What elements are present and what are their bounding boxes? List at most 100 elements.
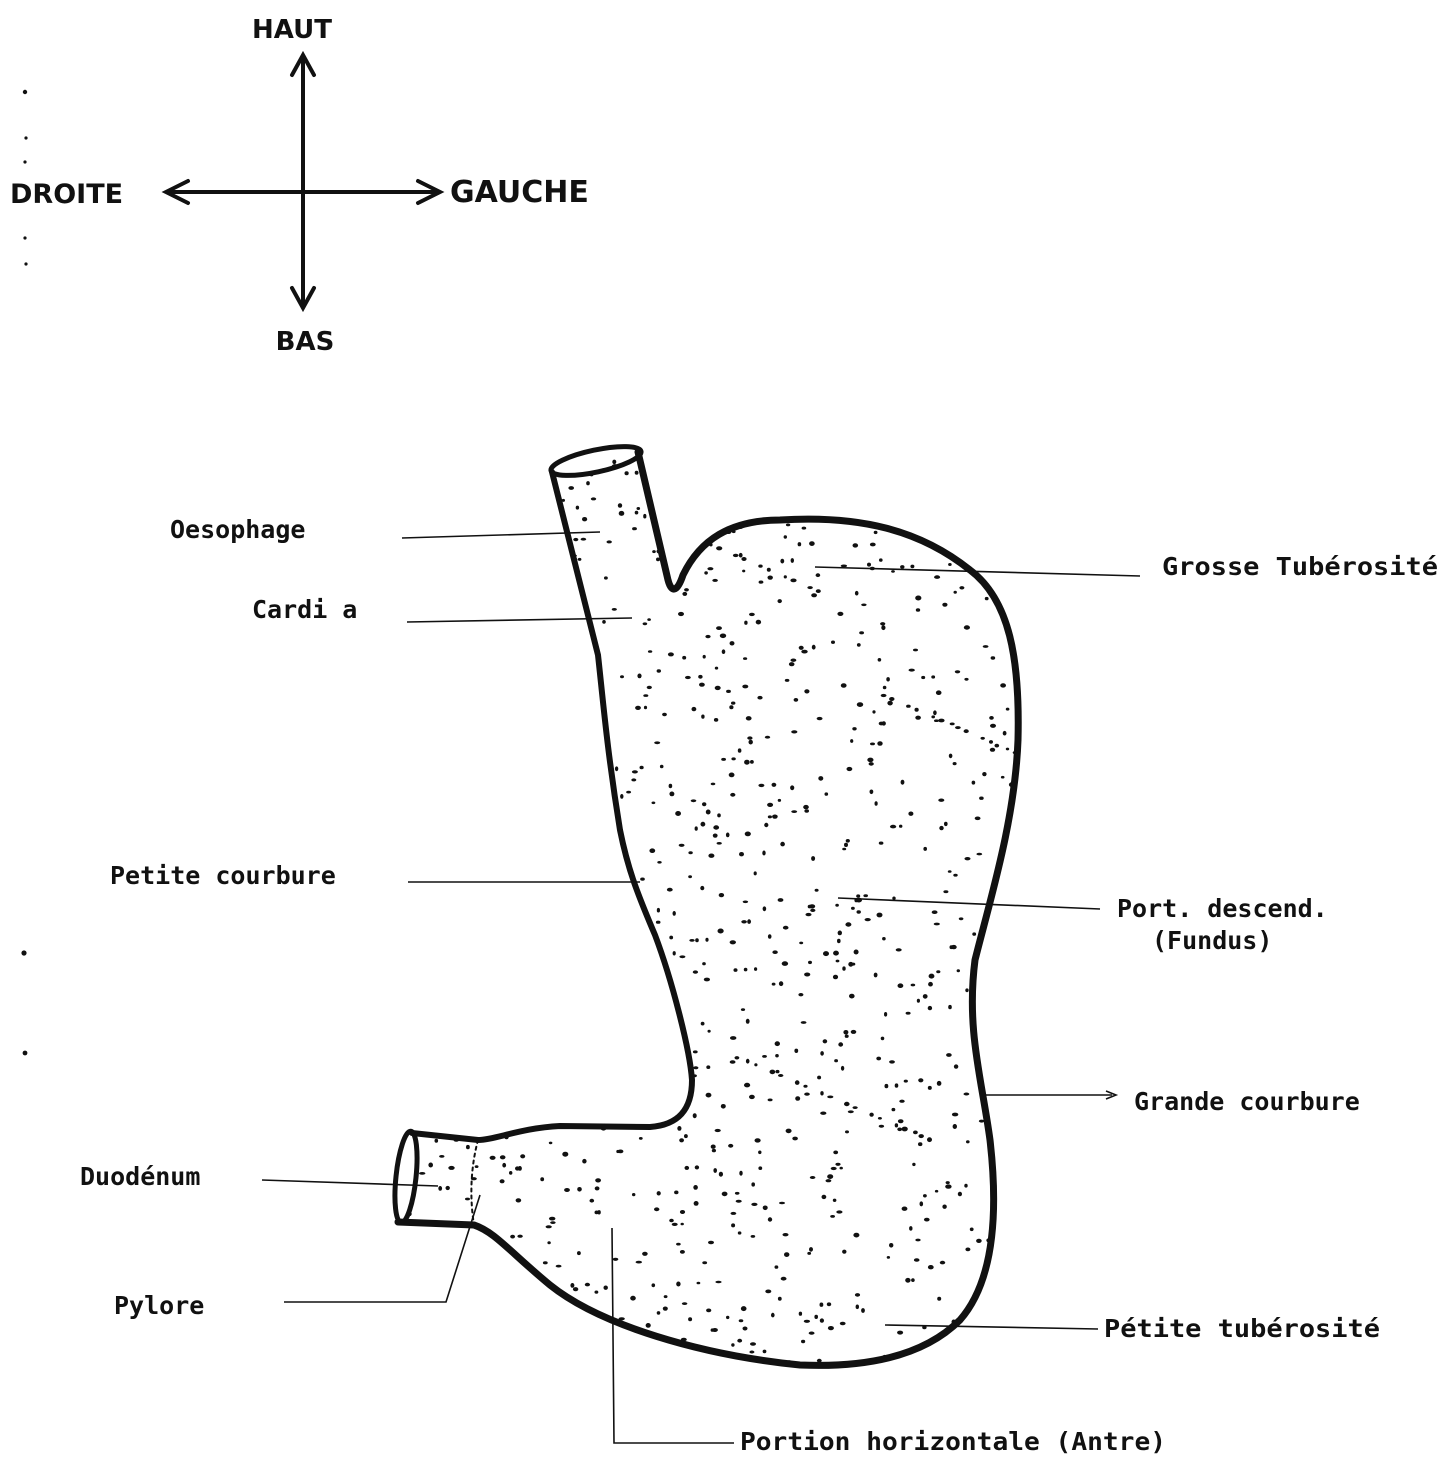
- stipple-dot: [818, 776, 823, 781]
- stipple-dot: [768, 1217, 772, 1221]
- stipple-dot: [409, 889, 415, 892]
- stipple-dot: [964, 1184, 967, 1188]
- stipple-dot: [545, 1320, 549, 1324]
- stipple-dot: [516, 1198, 522, 1202]
- stipple-dot: [852, 727, 856, 730]
- stipple-dot: [934, 923, 940, 926]
- stipple-dot: [519, 932, 523, 935]
- stipple-dot: [765, 736, 770, 739]
- stipple-dot: [688, 875, 692, 878]
- stipple-dot: [445, 1277, 450, 1282]
- stipple-dot: [1013, 934, 1018, 939]
- stipple-dot: [781, 1277, 787, 1281]
- stipple-dot: [544, 863, 547, 866]
- stipple-dot: [548, 830, 552, 834]
- stipple-dot: [559, 1101, 562, 1104]
- stipple-dot: [396, 862, 401, 866]
- stipple-dot: [579, 1367, 582, 1370]
- stipple-dot: [472, 1118, 478, 1121]
- stipple-dot: [702, 1261, 707, 1264]
- stipple-dot: [706, 528, 710, 531]
- stipple-dot: [438, 987, 443, 990]
- stipple-dot: [511, 1047, 515, 1051]
- stipple-dot: [849, 994, 855, 999]
- stipple-dot: [733, 554, 739, 557]
- stipple-dot: [559, 662, 565, 665]
- stipple-dot: [937, 1081, 942, 1086]
- stipple-dot: [531, 891, 537, 894]
- stipple-dot: [595, 1291, 599, 1294]
- stipple-dot: [481, 594, 485, 598]
- stipple-dot: [786, 524, 790, 527]
- stipple-dot: [656, 453, 661, 458]
- stipple-dot: [845, 1130, 849, 1133]
- stipple-dot: [547, 827, 552, 830]
- stipple-dot: [877, 741, 882, 746]
- stipple-dot: [419, 1347, 425, 1351]
- stipple-dot: [989, 740, 993, 744]
- stipple-dot: [908, 812, 913, 816]
- stipple-dot: [509, 1051, 513, 1055]
- stipple-dot: [592, 856, 598, 860]
- stipple-dot: [891, 466, 896, 469]
- stipple-dot: [713, 825, 719, 829]
- stipple-dot: [934, 575, 940, 579]
- stipple-dot: [405, 598, 409, 603]
- stipple-dot: [556, 1265, 562, 1268]
- stipple-dot: [615, 766, 618, 771]
- stipple-dot: [503, 489, 509, 494]
- stipple-dot: [395, 503, 400, 506]
- stipple-dot: [435, 736, 438, 741]
- stipple-dot: [1000, 1246, 1005, 1249]
- stipple-dot: [713, 1168, 717, 1173]
- stipple-dot: [959, 917, 964, 920]
- stipple-dot: [728, 1144, 733, 1148]
- stipple-dot: [811, 593, 817, 597]
- stipple-dot: [568, 486, 574, 490]
- stipple-dot: [933, 710, 937, 715]
- stipple-dot: [981, 1339, 985, 1342]
- stipple-dot: [552, 759, 557, 762]
- stipple-dot: [605, 923, 611, 926]
- label-grosse-tuberosite: Grosse Tubérosité: [1162, 552, 1438, 581]
- stipple-dot: [879, 558, 883, 561]
- stipple-dot: [998, 919, 1001, 923]
- stipple-dot: [500, 1155, 506, 1159]
- stipple-dot: [809, 1332, 815, 1335]
- stipple-dot: [811, 856, 815, 861]
- stipple-dot: [646, 1001, 651, 1004]
- stipple-dot: [547, 1241, 550, 1244]
- stipple-dot: [400, 1077, 404, 1080]
- stipple-dot: [605, 1003, 611, 1006]
- stipple-dot: [603, 895, 608, 899]
- stipple-dot: [778, 898, 784, 902]
- stipple-dot: [582, 920, 588, 924]
- stipple-dot: [416, 629, 421, 634]
- stipple-dot: [556, 902, 561, 905]
- stipple-dot: [898, 1119, 904, 1123]
- orientation-compass: [166, 55, 440, 308]
- stipple-dot: [508, 888, 514, 892]
- stipple-dot: [791, 659, 797, 662]
- stipple-dot: [470, 598, 476, 603]
- stipple-dot: [988, 537, 994, 540]
- stipple-dot: [701, 715, 704, 719]
- stipple-dot: [861, 1308, 865, 1313]
- stipple-dot: [429, 1250, 435, 1255]
- stipple-dot: [749, 613, 755, 616]
- stipple-dot: [953, 762, 957, 765]
- stipple-dot: [917, 999, 920, 1003]
- stipple-dot: [989, 1278, 993, 1283]
- stipple-dot: [400, 758, 405, 761]
- stipple-dot: [422, 968, 426, 971]
- stipple-dot: [558, 694, 562, 699]
- stipple-dot: [612, 460, 616, 465]
- stipple-dot: [419, 1172, 425, 1175]
- stipple-dot: [591, 497, 596, 500]
- label-petite-tuberosite: Pétite tubérosité: [1104, 1314, 1380, 1343]
- stipple-dot: [1000, 683, 1006, 687]
- stipple-dot: [448, 556, 454, 559]
- stipple-dot: [413, 1264, 417, 1268]
- stipple-dot: [701, 1022, 705, 1026]
